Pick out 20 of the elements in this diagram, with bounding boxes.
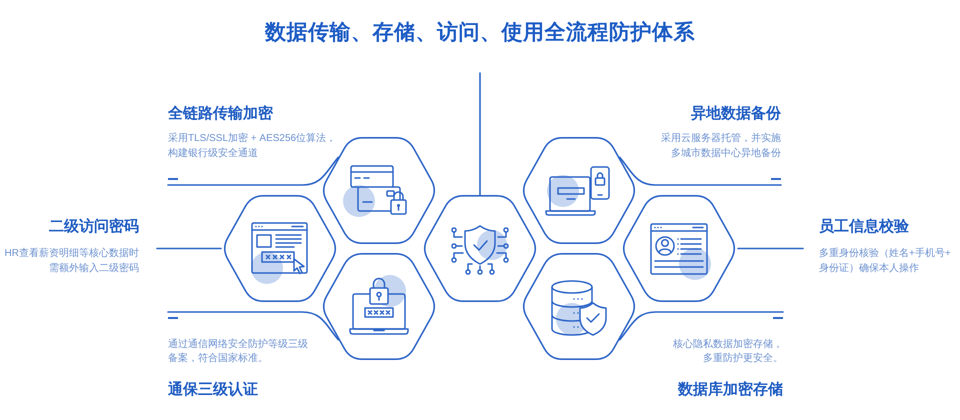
connector-line <box>618 311 784 340</box>
feature-heading: 通保三级认证 <box>168 380 258 400</box>
feature-description: 核心隐私数据加密存储，多重防护更安全。 <box>672 338 783 366</box>
feature-heading: 员工信息校验 <box>819 217 909 237</box>
feature-description: 采用TLS/SSL加密 + AES256位算法，构建银行级安全通道 <box>168 132 338 161</box>
connector-line <box>479 72 481 196</box>
connector-line <box>167 156 340 186</box>
connector-line <box>167 311 340 340</box>
feature-description: 多重身份核验（姓名+手机号+身份证）确保本人操作 <box>819 246 952 276</box>
diagram-title: 数据传输、存储、访问、使用全流程防护体系 <box>265 20 695 46</box>
feature-heading: 二级访问密码 <box>49 217 139 237</box>
connector-line <box>618 156 782 186</box>
feature-description: HR查看薪资明细等核心数据时需额外输入二级密码 <box>4 246 139 276</box>
feature-heading: 全链路传输加密 <box>168 104 273 124</box>
feature-description: 通过通信网络安全防护等级三级备案，符合国家标准。 <box>168 338 309 366</box>
feature-description: 采用云服务器托管，并实施多城市数据中心异地备份 <box>660 132 781 161</box>
feature-heading: 异地数据备份 <box>691 104 781 124</box>
connector-line <box>156 248 222 250</box>
connector-line <box>737 248 804 250</box>
feature-heading: 数据库加密存储 <box>678 380 783 400</box>
